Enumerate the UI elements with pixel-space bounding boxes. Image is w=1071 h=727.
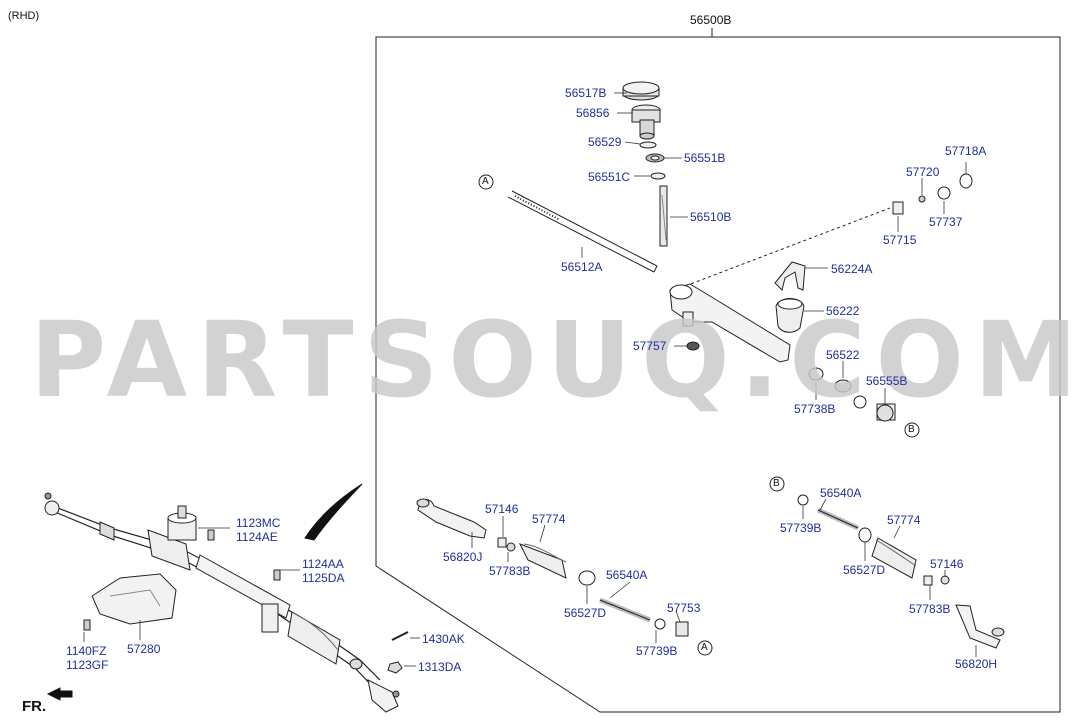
part-1123MC[interactable]: 1123MC	[236, 516, 281, 530]
tie-rod-right	[797, 494, 1005, 649]
part-1123GF[interactable]: 1123GF	[66, 658, 109, 672]
callout-b-right-circle	[904, 422, 920, 438]
part-1124AE[interactable]: 1124AE	[236, 530, 278, 544]
part-1430AK[interactable]: 1430AK	[422, 632, 465, 646]
callout-a-bottom: A	[701, 642, 708, 653]
part-57739B-left[interactable]: 57739B	[636, 644, 678, 658]
callout-a-bottom-circle	[697, 640, 713, 656]
part-57146-right[interactable]: 57146	[930, 557, 964, 571]
part-56527D-left[interactable]: 56527D	[564, 606, 607, 620]
part-56820J[interactable]: 56820J	[443, 550, 483, 564]
callout-a-top-circle	[478, 174, 494, 190]
direction-swoosh	[304, 483, 363, 541]
part-56222[interactable]: 56222	[826, 304, 860, 318]
fr-arrow-icon	[46, 687, 73, 701]
part-56224A[interactable]: 56224A	[831, 262, 873, 276]
part-56529[interactable]: 56529	[588, 135, 622, 149]
part-57739B-right[interactable]: 57739B	[780, 521, 822, 535]
rack-bar	[507, 190, 658, 273]
part-57715[interactable]: 57715	[883, 233, 917, 247]
part-56555B[interactable]: 56555B	[866, 374, 908, 388]
part-56540A-left[interactable]: 56540A	[606, 568, 648, 582]
assembly-frame	[375, 28, 1061, 713]
steering-gear-assembly	[44, 492, 409, 713]
part-57757[interactable]: 57757	[633, 339, 667, 353]
part-56820H[interactable]: 56820H	[955, 657, 998, 671]
part-1313DA[interactable]: 1313DA	[418, 660, 462, 674]
part-57774-left[interactable]: 57774	[532, 512, 566, 526]
small-fittings	[892, 173, 973, 215]
part-57738B[interactable]: 57738B	[794, 402, 836, 416]
part-1124AA[interactable]: 1124AA	[302, 557, 344, 571]
callout-b-lower-circle	[769, 476, 785, 492]
mount-brackets	[774, 261, 896, 422]
part-57753[interactable]: 57753	[667, 601, 701, 615]
part-56510B[interactable]: 56510B	[690, 210, 732, 224]
part-56522[interactable]: 56522	[826, 348, 860, 362]
part-1140FZ[interactable]: 1140FZ	[66, 644, 107, 658]
part-56512A[interactable]: 56512A	[561, 260, 603, 274]
part-57720[interactable]: 57720	[906, 165, 940, 179]
part-56551C[interactable]: 56551C	[588, 170, 631, 184]
gear-housing	[669, 283, 791, 363]
part-57718A[interactable]: 57718A	[945, 144, 987, 158]
direction-label: FR.	[22, 698, 47, 715]
part-57783B-right[interactable]: 57783B	[909, 602, 951, 616]
part-56540A-right[interactable]: 56540A	[820, 486, 862, 500]
watermark: PARTSOUQ.COM	[30, 299, 1071, 421]
part-57280[interactable]: 57280	[127, 642, 161, 656]
part-57146-left[interactable]: 57146	[485, 502, 519, 516]
callout-a-top: A	[482, 176, 489, 187]
part-56551B[interactable]: 56551B	[684, 151, 726, 165]
pinion-stack	[622, 81, 668, 247]
variant-label: (RHD)	[8, 10, 40, 22]
part-1125DA[interactable]: 1125DA	[302, 571, 345, 585]
callout-b-lower: B	[773, 478, 780, 489]
tie-rod-left	[416, 498, 689, 637]
part-56856[interactable]: 56856	[576, 106, 610, 120]
assembly-label: 56500B	[690, 13, 732, 27]
part-56517B[interactable]: 56517B	[565, 86, 607, 100]
part-56527D-right[interactable]: 56527D	[843, 563, 886, 577]
callout-b-right: B	[908, 424, 915, 435]
part-57783B-left[interactable]: 57783B	[489, 564, 531, 578]
part-57737[interactable]: 57737	[929, 215, 963, 229]
part-57774-right[interactable]: 57774	[887, 513, 921, 527]
